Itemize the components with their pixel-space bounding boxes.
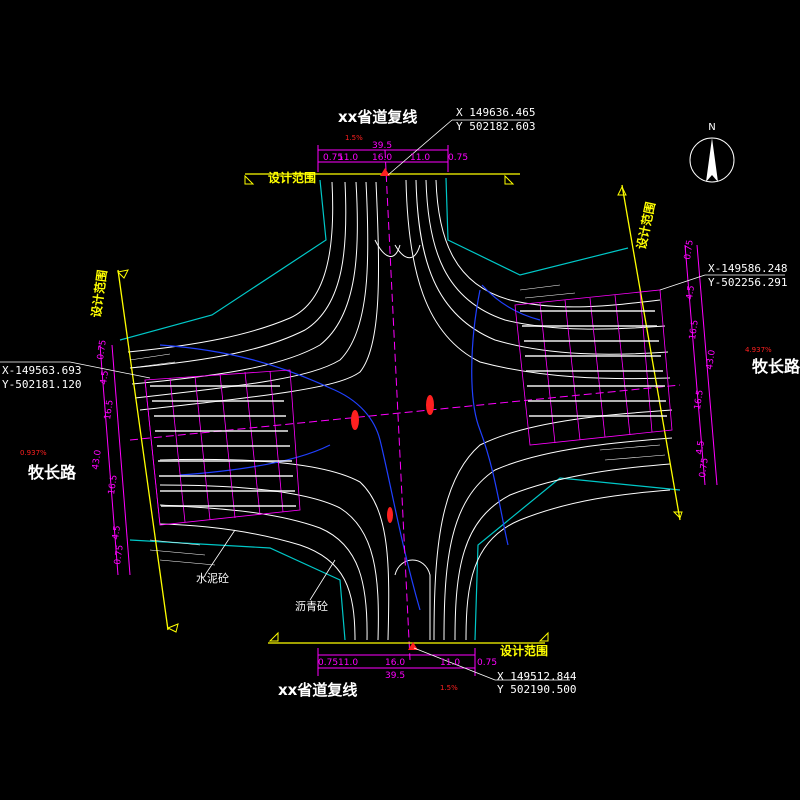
coord-top-y: Y 502182.603	[456, 120, 535, 133]
dim-left-5: 0.75	[113, 544, 126, 565]
dim-right-1: 4.5	[685, 285, 697, 301]
dim-top-4: 0.75	[448, 153, 468, 163]
coord-bottom-x: X 149512.844	[497, 670, 577, 683]
leader-lines	[0, 119, 785, 681]
dims-bottom-group: 0.75 11.0 16.0 11.0 0.75 39.5	[318, 658, 497, 681]
dim-top-total: 39.5	[372, 141, 392, 151]
slope-top: 1.5%	[345, 134, 363, 142]
dim-top-3: 11.0	[410, 153, 430, 163]
dim-top-0: 0.75	[323, 153, 343, 163]
coord-right-x: X-149586.248	[708, 262, 787, 275]
coord-right-y: Y-502256.291	[708, 276, 787, 289]
dimension-lines	[99, 145, 718, 676]
center-elevation-marks	[351, 168, 434, 650]
dim-right-2: 16.5	[688, 319, 701, 340]
material-asphalt-label: 沥青砼	[295, 600, 328, 613]
dim-right-5: 0.75	[698, 457, 711, 478]
elevation-grid-right	[514, 289, 673, 446]
dims-top-group: 0.75 11.0 16.0 11.0 0.75 39.5	[323, 141, 468, 163]
dim-bottom-0: 0.75	[318, 658, 338, 668]
dim-bottom-4: 0.75	[477, 658, 497, 668]
dim-left-0: 0.75	[96, 339, 109, 360]
dim-right-3: 16.5	[693, 389, 706, 410]
slope-right: 4.937%	[745, 346, 772, 354]
material-cement-label: 水泥砼	[196, 572, 229, 585]
dim-top-2: 16.0	[372, 153, 392, 163]
north-label: N	[708, 122, 715, 133]
hatch-right	[519, 284, 666, 461]
design-scope-bottom: 设计范围	[500, 643, 548, 658]
center-lines	[129, 149, 681, 661]
hatch-left	[129, 353, 216, 566]
design-scope-top: 设计范围	[268, 170, 316, 185]
road-name-top: xx省道复线	[338, 108, 417, 126]
scope-arrows	[116, 174, 683, 642]
dim-bottom-2: 16.0	[385, 658, 405, 668]
dim-right-4: 4.5	[695, 440, 707, 456]
design-scope-right: 设计范围	[633, 201, 658, 251]
coord-bottom-y: Y 502190.500	[497, 683, 576, 696]
blue-contours	[159, 284, 541, 611]
coord-left-x: X-149563.693	[2, 364, 81, 377]
dim-left-total: 43.0	[91, 449, 104, 471]
dims-right-group: 0.75 4.5 16.5 16.5 4.5 0.75 43.0	[683, 239, 718, 478]
dim-left-2: 16.5	[103, 399, 116, 420]
slope-left: 0.937%	[20, 449, 47, 457]
contour-lines	[127, 179, 673, 641]
dim-bottom-3: 11.0	[440, 658, 460, 668]
dim-left-1: 4.5	[99, 370, 111, 386]
coord-left-y: Y-502181.120	[2, 378, 81, 391]
road-edges	[119, 177, 681, 641]
dims-left-group: 0.75 4.5 16.5 16.5 4.5 0.75 43.0	[91, 339, 126, 565]
road-name-right: 牧长路	[752, 357, 800, 376]
dim-left-4: 4.5	[111, 525, 123, 541]
elevation-grid-left	[144, 369, 301, 526]
dim-left-3: 16.5	[107, 474, 120, 495]
dim-top-1: 11.0	[338, 153, 358, 163]
dim-bottom-total: 39.5	[385, 671, 405, 681]
coord-top-x: X 149636.465	[456, 106, 535, 119]
elevation-marks	[150, 310, 667, 507]
road-name-bottom: xx省道复线	[278, 681, 357, 699]
dim-right-total: 43.0	[705, 349, 718, 371]
road-name-left: 牧长路	[28, 463, 77, 482]
north-arrow	[689, 137, 735, 183]
dim-bottom-1: 11.0	[338, 658, 358, 668]
dim-right-0: 0.75	[683, 239, 696, 260]
design-scope-left: 设计范围	[88, 269, 110, 319]
slope-bottom: 1.5%	[440, 684, 458, 692]
